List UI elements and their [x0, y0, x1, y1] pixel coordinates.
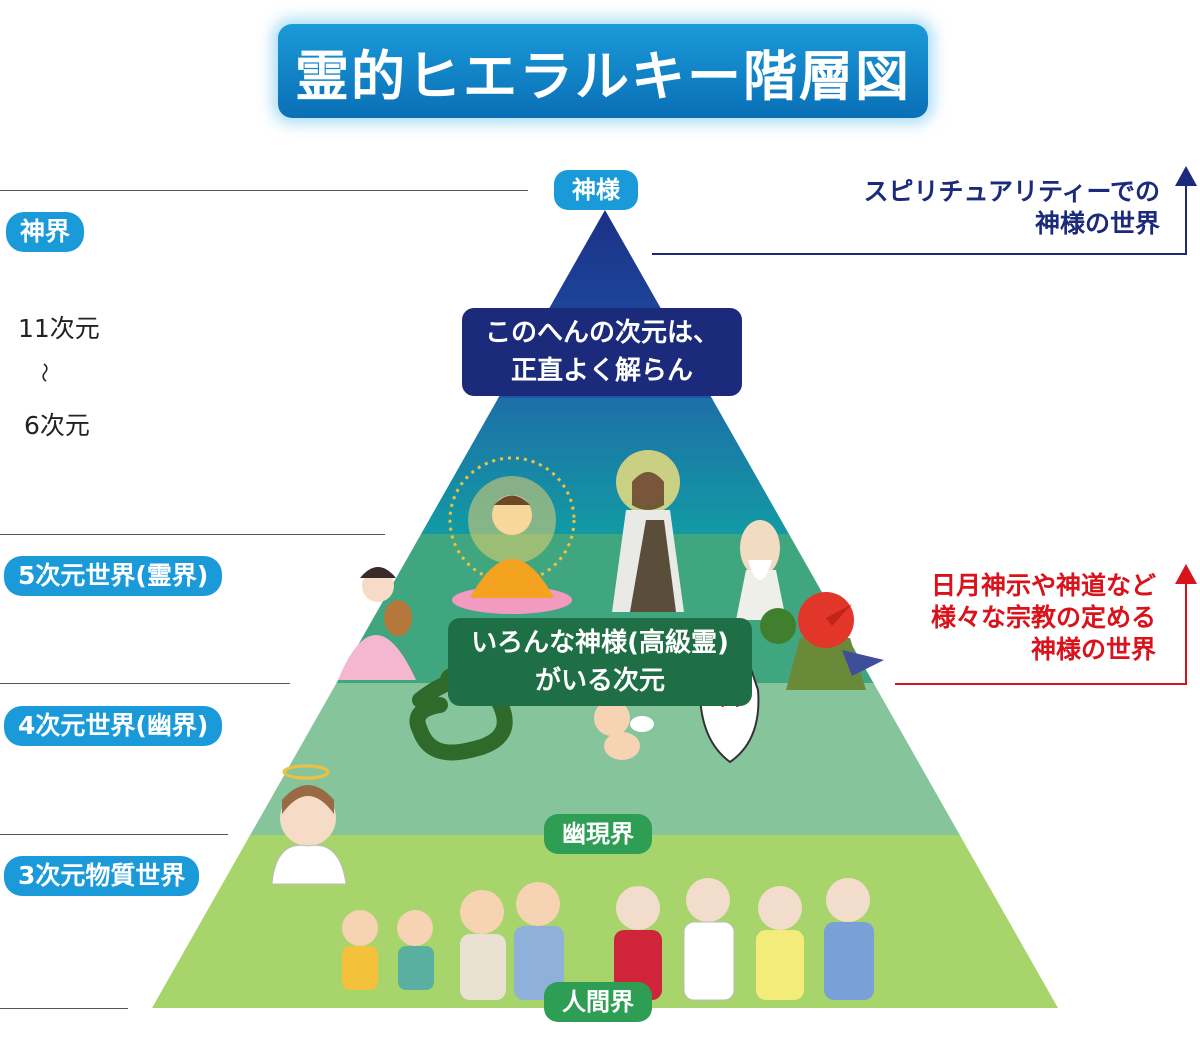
label-yuugenkai: 幽現界: [544, 814, 652, 854]
elder-god-figure: [736, 520, 786, 620]
label-ningenkai: 人間界: [544, 982, 652, 1022]
dimension-top-label: 11次元: [18, 314, 100, 343]
spiritual-arrow-head: [1175, 166, 1197, 186]
label-busshitsu: 3次元物質世界: [4, 856, 200, 896]
religion-line-1: 日月神示や神道など: [930, 571, 1156, 600]
layer-teal: [152, 398, 1058, 535]
goddess-figure: [338, 567, 416, 680]
jesus-figure: [612, 450, 684, 612]
page-title: 霊的ヒエラルキー階層図: [278, 24, 928, 118]
religion-arrow-head: [1175, 564, 1197, 584]
spiritual-note: スピリチュアリティーでの 神様の世界: [820, 176, 1160, 240]
unknown-line-1: このへんの次元は、: [484, 318, 719, 348]
religion-note: 日月神示や神道など 様々な宗教の定める 神様の世界: [880, 570, 1156, 666]
buddha-figure: [448, 456, 576, 614]
dimension-tilde: 〜: [32, 362, 57, 383]
many-gods-box: いろんな神様(高級霊) がいる次元: [448, 618, 752, 706]
separator-line: [0, 190, 528, 191]
people-group: [342, 878, 874, 1001]
many-gods-line-2: がいる次元: [534, 666, 665, 696]
label-yuukai: 4次元世界(幽界): [4, 706, 223, 746]
separator-line: [0, 683, 290, 684]
unknown-line-2: 正直よく解らん: [510, 356, 693, 386]
separator-line: [0, 834, 228, 835]
separator-line: [0, 1008, 128, 1009]
religion-line-3: 神様の世界: [1030, 635, 1156, 664]
label-shinkai: 神界: [6, 212, 85, 252]
label-reikai: 5次元世界(霊界): [4, 556, 223, 596]
dimension-bottom-label: 6次元: [24, 411, 90, 440]
unknown-dimension-box: このへんの次元は、 正直よく解らん: [462, 308, 742, 396]
religion-line-2: 様々な宗教の定める: [930, 603, 1156, 632]
separator-line: [0, 534, 385, 535]
spiritual-arrow-line: [652, 176, 1187, 255]
spiritual-line-1: スピリチュアリティーでの: [863, 177, 1160, 206]
cupid-figure: [594, 700, 654, 760]
tengu-figure: [760, 592, 884, 690]
label-kamisama: 神様: [554, 170, 638, 210]
angel-figure: [271, 764, 347, 885]
religion-arrow-line: [895, 578, 1187, 685]
spiritual-line-2: 神様の世界: [1034, 209, 1160, 238]
many-gods-line-1: いろんな神様(高級霊): [471, 628, 729, 658]
